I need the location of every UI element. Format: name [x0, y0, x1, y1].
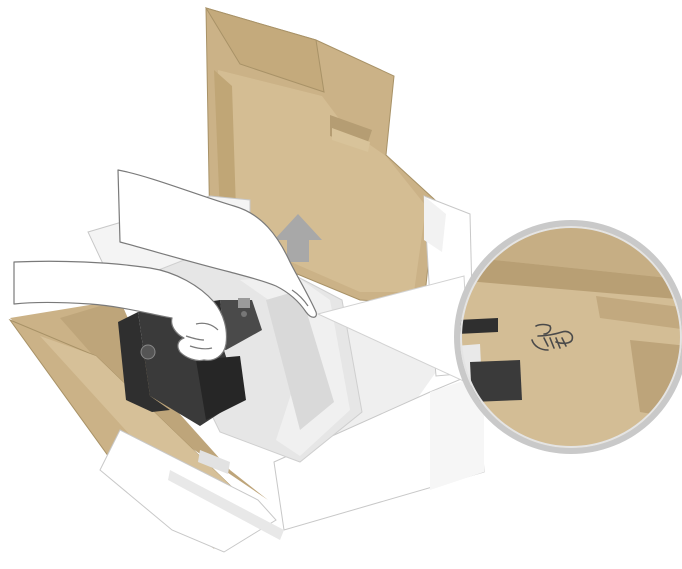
magnifier-callout [456, 222, 682, 454]
